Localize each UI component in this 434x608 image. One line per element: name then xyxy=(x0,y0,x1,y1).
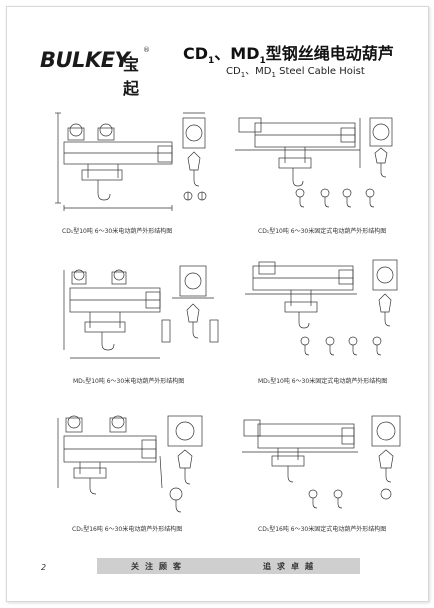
page-number: 2 xyxy=(41,563,47,572)
catalog-page xyxy=(6,6,429,602)
footer-slogan-right: 追求卓越 xyxy=(263,562,319,571)
hoist-drawing-md1-10t xyxy=(63,265,219,359)
page-title: CD1、MD1型钢丝绳电动葫芦 xyxy=(183,44,394,67)
caption-cd1-10t: CD₁型10吨 6～30米电动葫芦外形结构图 xyxy=(62,228,173,235)
caption-md1-10t: MD₁型10吨 6～30米电动葫芦外形结构图 xyxy=(73,378,185,385)
bulkey-logo: BULKEY 宝起 ® xyxy=(40,46,150,98)
caption-cd1-10t-fixed: CD₁型10吨 6～30米固定式电动葫芦外形结构图 xyxy=(258,228,387,235)
footer-bar xyxy=(97,558,360,574)
hoist-drawing-cd1-10t xyxy=(55,112,207,211)
hoist-drawing-md1-10t-fixed xyxy=(245,259,398,356)
footer-slogan-left: 关注顾客 xyxy=(131,562,187,571)
hoist-drawing-cd1-16t xyxy=(57,415,203,513)
registered-mark: ® xyxy=(143,46,150,54)
hoist-drawing-cd1-16t-fixed xyxy=(242,415,401,509)
page-subtitle: CD1、MD1 Steel Cable Hoist xyxy=(226,66,365,79)
caption-cd1-16t: CD₁型16吨 6～30米电动葫芦外形结构图 xyxy=(72,526,183,533)
caption-md1-10t-fixed: MD₁型10吨 6～30米固定式电动葫芦外形结构图 xyxy=(258,378,388,385)
logo-wordmark: BULKEY xyxy=(40,48,130,72)
hoist-drawing-cd1-10t-fixed xyxy=(235,117,393,208)
caption-cd1-16t-fixed: CD₁型16吨 6～30米固定式电动葫芦外形结构图 xyxy=(258,526,387,533)
logo-chinese: 宝起 xyxy=(123,55,140,98)
